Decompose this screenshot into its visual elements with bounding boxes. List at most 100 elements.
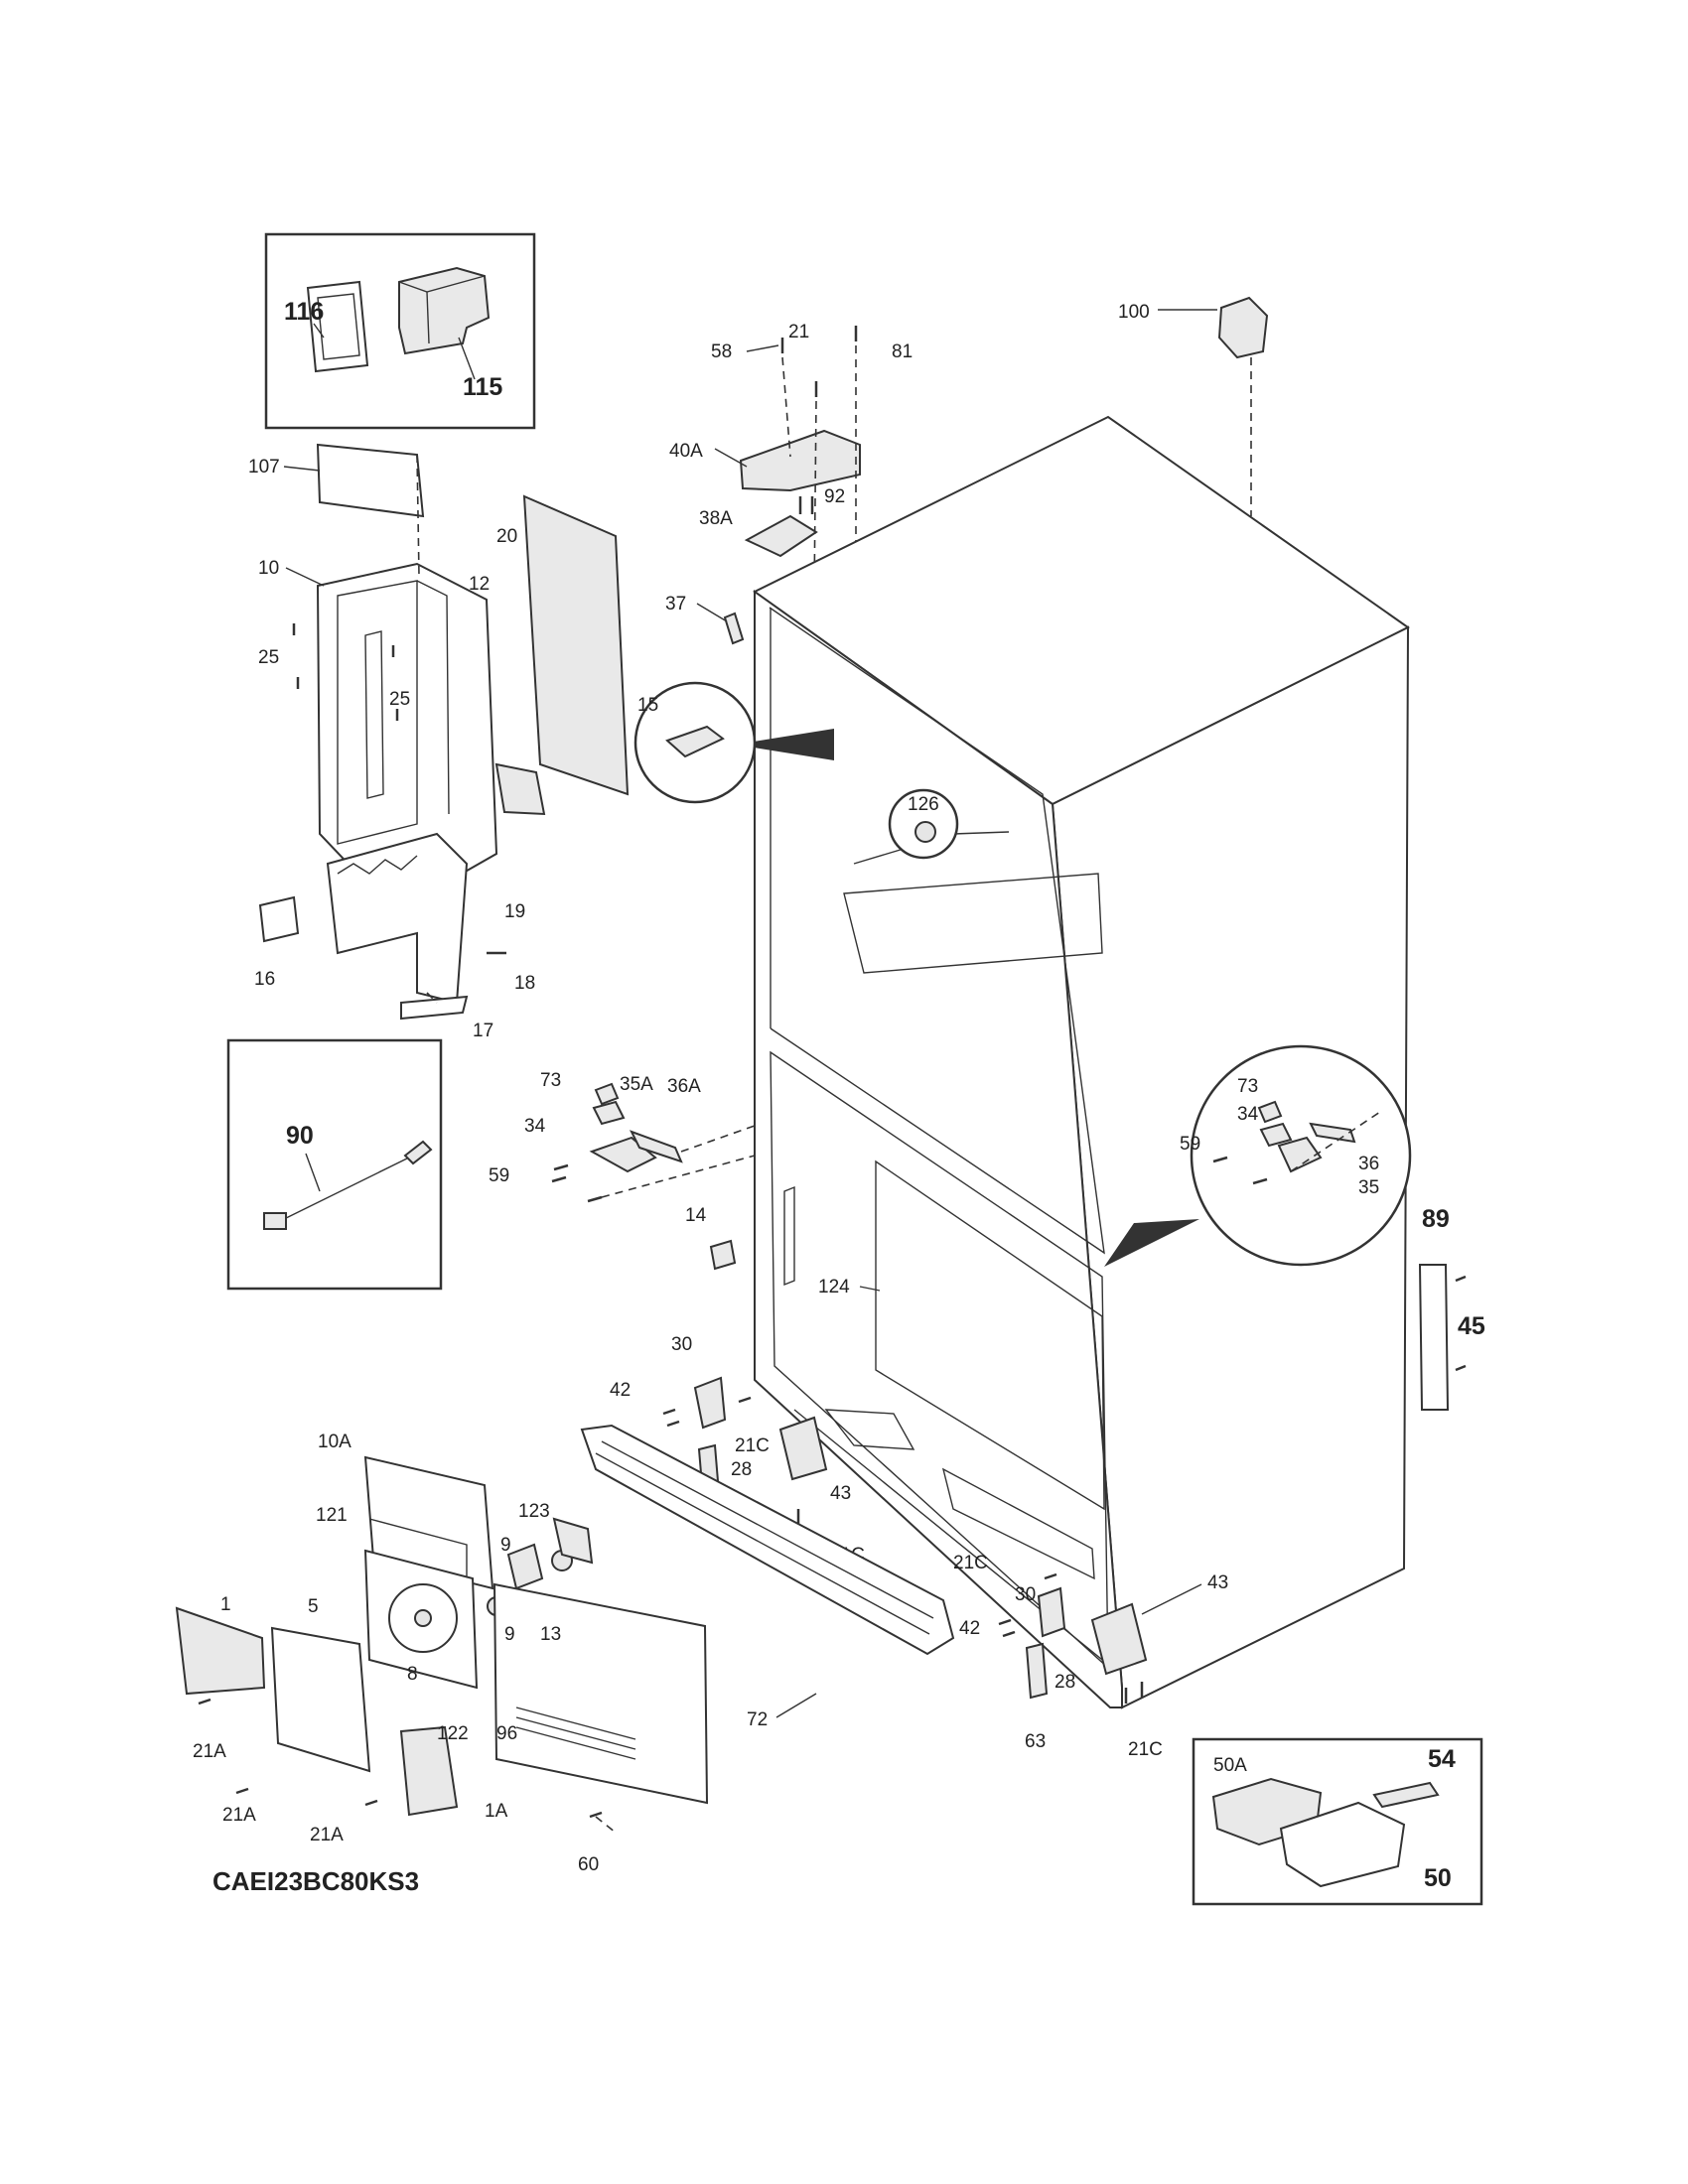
label-42-a: 42 xyxy=(610,1380,631,1401)
part-5-shroud xyxy=(270,1626,371,1773)
label-30-a: 30 xyxy=(671,1334,692,1355)
label-12: 12 xyxy=(469,574,490,595)
label-54: 54 xyxy=(1428,1745,1456,1773)
condenser-fan-assembly: 10A 121 123 9 9 13 1 5 8 96 122 21A 21A … xyxy=(175,1432,709,1875)
label-35A: 35A xyxy=(620,1074,653,1095)
part-20-insulation xyxy=(522,494,630,796)
bracket-36A xyxy=(629,1130,683,1163)
panel-60 xyxy=(492,1582,709,1805)
label-21A-c: 21A xyxy=(310,1825,344,1845)
inset-wire-harness: 90 xyxy=(226,1038,443,1291)
middle-hinge-parts: 73 35A 36A 34 59 14 124 xyxy=(489,1070,881,1297)
part-73-zoom xyxy=(1257,1100,1283,1124)
label-21-a: 21 xyxy=(788,322,809,342)
inset-ice-chute-parts: 116 115 xyxy=(264,232,536,430)
label-18: 18 xyxy=(514,973,535,994)
callout-15-pointer xyxy=(735,729,834,760)
label-124: 124 xyxy=(818,1277,850,1297)
inset-frame-90 xyxy=(226,1038,443,1291)
label-10A: 10A xyxy=(318,1432,352,1452)
label-50A: 50A xyxy=(1213,1755,1247,1776)
label-9-a: 9 xyxy=(500,1535,511,1556)
label-17: 17 xyxy=(473,1021,493,1041)
label-116: 116 xyxy=(284,298,324,326)
label-21A-b: 21A xyxy=(222,1805,256,1826)
label-73-b: 73 xyxy=(1237,1076,1258,1097)
label-72: 72 xyxy=(747,1709,768,1730)
hinge-43-a xyxy=(778,1416,828,1481)
label-28-a: 28 xyxy=(731,1459,752,1480)
cabinet-front xyxy=(754,590,1123,1708)
part-107 xyxy=(316,443,425,518)
lower-hinge-right: 21C 30 42 43 28 63 21C xyxy=(953,1553,1228,1760)
lower-hinge-left: 30 42 21C 28 63 43 21C xyxy=(610,1334,865,1566)
label-19: 19 xyxy=(504,901,525,922)
label-63-b: 63 xyxy=(1025,1731,1046,1752)
part-14 xyxy=(709,1239,737,1271)
label-90: 90 xyxy=(286,1122,314,1150)
hinge-43-b xyxy=(1090,1602,1148,1676)
callout-15: 15 xyxy=(633,681,834,804)
label-14: 14 xyxy=(685,1205,707,1226)
part-15 xyxy=(665,725,725,758)
label-123: 123 xyxy=(518,1501,550,1522)
label-8: 8 xyxy=(407,1664,418,1685)
label-43-b: 43 xyxy=(1207,1572,1228,1593)
panel-89 xyxy=(1418,1264,1450,1411)
label-81-a: 81 xyxy=(892,341,913,362)
label-16: 16 xyxy=(254,969,275,990)
label-58-a: 58 xyxy=(711,341,732,362)
harness-handle xyxy=(403,1140,433,1165)
part-1-bracket xyxy=(175,1606,266,1696)
callout-35-36-pointer xyxy=(1104,1219,1199,1267)
label-60: 60 xyxy=(578,1854,599,1875)
housing-115 xyxy=(398,266,491,355)
label-96: 96 xyxy=(496,1723,517,1744)
label-89: 89 xyxy=(1422,1205,1450,1233)
label-25-b: 25 xyxy=(389,689,410,710)
chute-lower xyxy=(326,832,469,1005)
inset-ice-bin-parts: 50A 54 50 xyxy=(1192,1737,1483,1906)
inset-frame-50 xyxy=(1192,1737,1483,1906)
leveler-63-b xyxy=(1025,1642,1049,1700)
part-30-b xyxy=(1037,1586,1066,1638)
part-17 xyxy=(400,995,469,1021)
label-115: 115 xyxy=(463,373,502,401)
label-121: 121 xyxy=(316,1505,348,1526)
label-10: 10 xyxy=(258,558,279,579)
part-35-zoom xyxy=(1277,1136,1323,1173)
label-37-a: 37 xyxy=(665,594,686,614)
part-34 xyxy=(592,1100,626,1126)
part-10A xyxy=(363,1455,494,1590)
label-21A-a: 21A xyxy=(193,1741,226,1762)
label-28-b: 28 xyxy=(1055,1672,1075,1693)
part-37-left xyxy=(723,612,745,645)
label-42-b: 42 xyxy=(959,1618,980,1639)
part-73 xyxy=(594,1082,620,1106)
label-21C-d: 21C xyxy=(1128,1739,1163,1760)
label-107: 107 xyxy=(248,457,280,478)
label-9-b: 9 xyxy=(504,1624,515,1645)
inset-frame xyxy=(264,232,536,430)
bracket-123 xyxy=(552,1517,594,1565)
part-54 xyxy=(1372,1781,1440,1809)
label-13: 13 xyxy=(540,1624,561,1645)
label-59-a: 59 xyxy=(489,1165,509,1186)
part-34-zoom xyxy=(1259,1122,1293,1148)
model-number: CAEI23BC80KS3 xyxy=(212,1866,419,1896)
part-126 xyxy=(914,821,936,843)
label-25-a: 25 xyxy=(258,647,279,668)
label-15: 15 xyxy=(637,695,658,716)
kick-plate-72: 72 xyxy=(580,1424,955,1730)
part-19 xyxy=(494,762,546,816)
label-35: 35 xyxy=(1358,1177,1379,1198)
top-hinge-left: 58 21 81 40A 92 38A 37 xyxy=(665,322,913,645)
label-34-a: 34 xyxy=(524,1116,546,1137)
part-30-a xyxy=(693,1376,727,1430)
bracket-100 xyxy=(1217,296,1269,359)
label-1A: 1A xyxy=(485,1801,508,1822)
part-1A xyxy=(399,1725,459,1817)
label-45: 45 xyxy=(1458,1312,1485,1340)
label-92-a: 92 xyxy=(824,486,845,507)
